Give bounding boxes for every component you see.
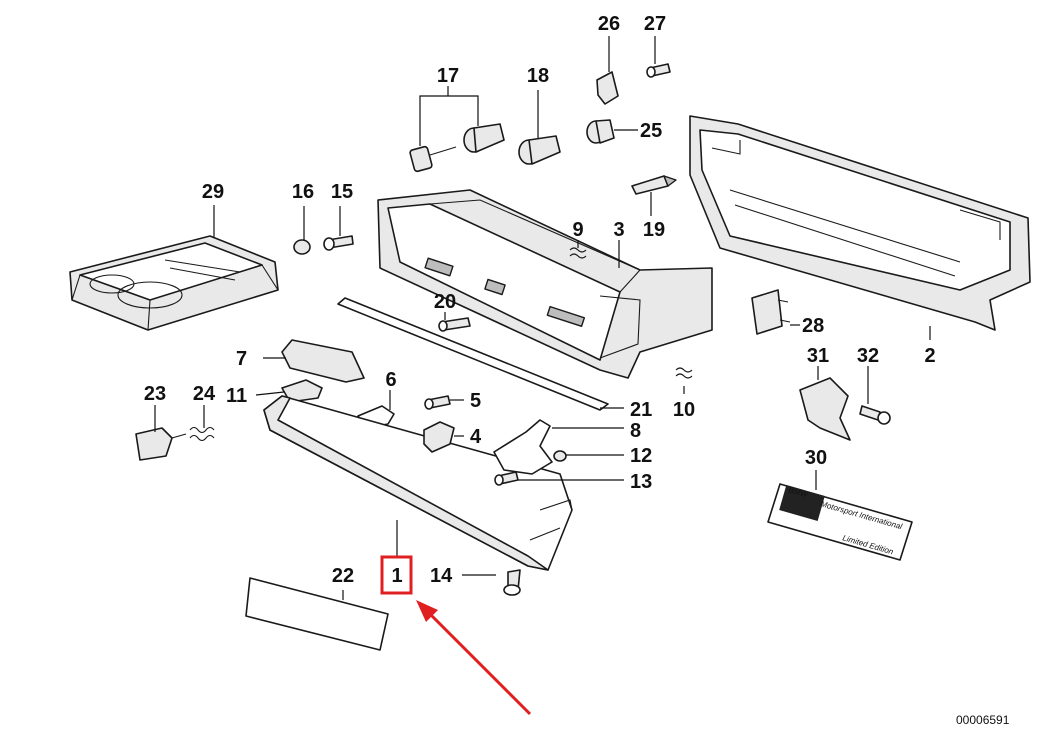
part-17-lock-set [409,123,505,173]
part-1-glovebox-lid [263,395,573,571]
part-13-screw [494,471,519,486]
red-arrow [416,600,532,716]
callout-25: 25 [640,120,662,142]
callout-19: 19 [643,219,665,241]
part-15-screw [323,235,354,251]
callout-24: 24 [193,383,216,405]
callout-15: 15 [331,181,353,203]
highlight-box [380,555,413,595]
part-23-lock-button [135,427,187,461]
part-31-bracket [799,377,851,441]
part-4-catch [423,421,455,453]
callout-21: 21 [630,399,652,421]
part-29-cupholder [69,235,279,331]
callout-12: 12 [630,445,652,467]
callout-30: 30 [805,447,827,469]
callout-3: 3 [613,219,624,241]
part-26-bracket [596,71,619,105]
part-24-spring [189,426,215,442]
callout-14: 14 [430,565,453,587]
part-14-screw [503,569,521,596]
callout-7: 7 [236,348,247,370]
callout-8: 8 [630,420,641,442]
part-5-screw [424,395,451,410]
part-32-screw [859,405,891,425]
part-2-upper-cover [689,115,1031,331]
callout-26: 26 [598,13,620,35]
callout-18: 18 [527,65,549,87]
callout-23: 23 [144,383,166,405]
callout-5: 5 [470,390,481,412]
callout-29: 29 [202,181,224,203]
part-20-clip [438,317,471,332]
callout-27: 27 [644,13,666,35]
callout-2: 2 [924,345,935,367]
drawing-number: 00006591 [956,713,1010,727]
part-16-grommet [293,239,311,255]
part-8-hinge [493,419,553,475]
part-3-glovebox-housing [377,189,713,379]
callout-10: 10 [673,399,695,421]
part-18-lock-cylinder [518,135,561,165]
callout-17: 17 [437,65,459,87]
callout-1: 1 [391,565,402,587]
callout-22: 22 [332,565,354,587]
part-10-clip [675,367,693,379]
part-22-panel [245,577,389,651]
callout-28: 28 [802,315,824,337]
part-7-bracket [281,339,365,383]
part-28-cap [751,289,791,335]
part-9-spring [569,247,587,259]
leader-lines [154,36,931,600]
part-12-nut [553,450,567,462]
callout-20: 20 [434,291,456,313]
part-21-trim-strip [337,297,609,411]
callout-32: 32 [857,345,879,367]
callout-9: 9 [572,219,583,241]
callout-13: 13 [630,471,652,493]
callout-4: 4 [470,426,482,448]
callout-6: 6 [385,369,396,391]
part-27-screw [646,63,671,78]
part-25-bushing [586,119,615,144]
callout-11: 11 [226,385,247,407]
callout-16: 16 [292,181,314,203]
part-30-badge: BMW Motorsport International Limited Edi… [767,483,913,561]
part-19-pin [631,175,677,195]
callout-numbers: 1 2 3 4 5 6 7 8 9 10 11 12 13 14 15 16 1… [144,13,936,587]
callout-31: 31 [807,345,829,367]
